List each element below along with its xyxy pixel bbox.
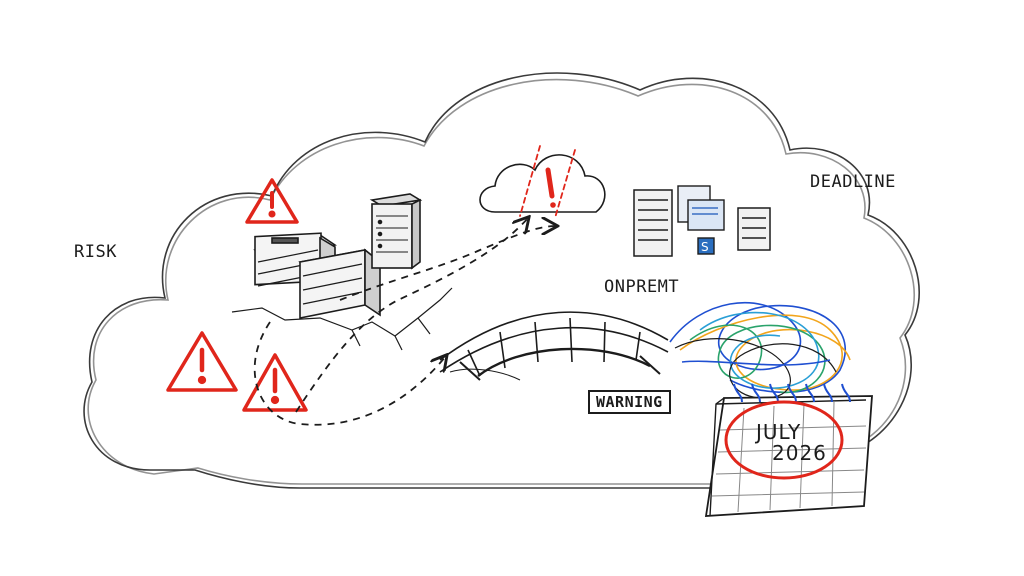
warning-triangle-icon [245, 178, 299, 224]
svg-text:S: S [701, 240, 709, 254]
migration-path [253, 218, 556, 426]
server-rack-icon [253, 232, 382, 319]
warning-triangle-icon [242, 353, 308, 412]
tangled-dependencies [669, 301, 851, 399]
calendar-icon [704, 383, 873, 517]
bridge-icon [439, 311, 669, 381]
deadline-label: DEADLINE [810, 172, 896, 192]
monitor-icon: S [677, 185, 725, 255]
warning-tag: WARNING [588, 390, 671, 414]
alert-exclamation [519, 145, 576, 219]
risk-label: RISK [74, 242, 117, 262]
onprem-label: ONPREMT [604, 277, 680, 297]
calendar-month: JULY [756, 420, 802, 444]
cloud-icon [479, 154, 606, 213]
warning-triangle-icon [166, 331, 238, 392]
calendar-year: 2026 [772, 441, 827, 465]
server-rack-icon [369, 193, 423, 270]
server-rack-icon [633, 189, 771, 257]
